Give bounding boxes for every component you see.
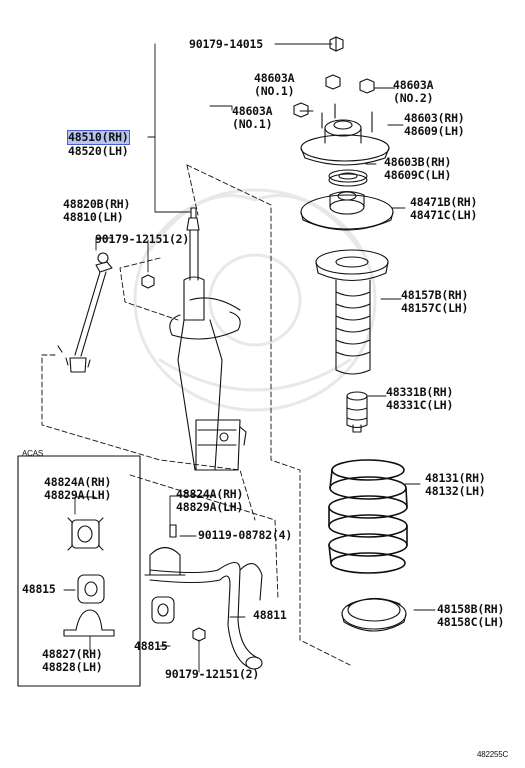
label-inset-bracket-lh[interactable]: 48828(LH)	[42, 660, 103, 674]
label-boot-lh[interactable]: 48157C(LH)	[401, 301, 469, 315]
top-nut-icon[interactable]	[329, 36, 344, 52]
watermark-logo	[133, 188, 377, 412]
label-lower-nut[interactable]: 90179-12151(2)	[165, 667, 260, 681]
bump-boot-icon[interactable]	[315, 249, 389, 375]
label-upper-nut-no2-sub: (NO.2)	[393, 91, 434, 105]
label-bumper-rh[interactable]: 48331B(RH)	[386, 385, 454, 399]
upper-spring-seat-icon[interactable]	[300, 190, 394, 231]
label-coil-rh[interactable]: 48131(RH)	[425, 471, 486, 485]
upper-nut-a-icon[interactable]	[325, 74, 341, 90]
label-spring-seat-lh[interactable]: 48471C(LH)	[410, 208, 478, 222]
stabilizer-bar-icon[interactable]	[149, 561, 263, 670]
label-inset-bracket-rh[interactable]: 48827(RH)	[42, 647, 103, 661]
stabilizer-bushing-icon[interactable]	[151, 596, 175, 624]
lower-nut-icon[interactable]	[192, 627, 206, 642]
label-strut-lh[interactable]: 48520(LH)	[68, 144, 129, 158]
label-upper-nut-no1-a[interactable]: 48603A	[254, 71, 295, 85]
strut-mount-support-icon[interactable]	[300, 103, 390, 166]
label-nut-top[interactable]: 90179-14015	[189, 37, 263, 51]
label-support-rh[interactable]: 48603(RH)	[404, 111, 465, 125]
lower-spring-seat-icon[interactable]	[341, 597, 407, 632]
upper-nut-b-icon[interactable]	[359, 78, 375, 94]
label-bearing-lh[interactable]: 48609C(LH)	[384, 168, 452, 182]
label-upper-nut-no2[interactable]: 48603A	[393, 78, 434, 92]
assembly-dashed-lines	[41, 164, 351, 666]
label-bracket-lh[interactable]: 48829A(LH)	[176, 500, 244, 514]
label-link-lh[interactable]: 48810(LH)	[63, 210, 124, 224]
acas-inset-frame	[17, 455, 141, 687]
label-bumper-lh[interactable]: 48331C(LH)	[386, 398, 454, 412]
label-link-rh[interactable]: 48820B(RH)	[63, 197, 131, 211]
label-link-nut[interactable]: 90179-12151(2)	[95, 232, 190, 246]
label-inset-bushing-rh[interactable]: 48824A(RH)	[44, 475, 112, 489]
label-bearing-rh[interactable]: 48603B(RH)	[384, 155, 452, 169]
stabilizer-link-icon[interactable]	[57, 252, 113, 373]
label-stabilizer-bar[interactable]: 48811	[253, 608, 287, 622]
label-bushing[interactable]: 48815	[134, 639, 168, 653]
inset-bushing2-icon[interactable]	[77, 574, 105, 604]
bound-stopper-icon[interactable]	[346, 391, 368, 433]
label-upper-nut-no1-a-sub: (NO.1)	[254, 84, 295, 98]
label-bracket-rh[interactable]: 48824A(RH)	[176, 487, 244, 501]
bearing-icon[interactable]	[328, 169, 368, 187]
upper-nut-c-icon[interactable]	[293, 102, 309, 118]
label-coil-lh[interactable]: 48132(LH)	[425, 484, 486, 498]
label-inset-bushing-lh[interactable]: 48829A(LH)	[44, 488, 112, 502]
link-nut-icon[interactable]	[141, 274, 155, 289]
label-upper-nut-no1-b[interactable]: 48603A	[232, 104, 273, 118]
label-spring-seat-rh[interactable]: 48471B(RH)	[410, 195, 478, 209]
coil-spring-icon[interactable]	[328, 459, 408, 574]
label-bolt[interactable]: 90119-08782(4)	[198, 528, 293, 542]
label-support-lh[interactable]: 48609(LH)	[404, 124, 465, 138]
label-lower-seat-lh[interactable]: 48158C(LH)	[437, 615, 505, 629]
label-strut-rh[interactable]: 48510(RH)	[67, 130, 130, 145]
inset-bracket-icon[interactable]	[63, 609, 115, 637]
label-upper-nut-no1-b-sub: (NO.1)	[232, 117, 273, 131]
inset-bushing-icon[interactable]	[67, 517, 104, 551]
inset-label-acas: ACAS	[22, 449, 43, 458]
leader-lines	[63, 43, 436, 673]
stabilizer-bracket-icon[interactable]	[144, 524, 186, 576]
strut-assembly-icon[interactable]	[169, 207, 247, 471]
label-boot-rh[interactable]: 48157B(RH)	[401, 288, 469, 302]
diagram-code: 482255C	[477, 750, 509, 759]
label-lower-seat-rh[interactable]: 48158B(RH)	[437, 602, 505, 616]
label-inset-bushing2[interactable]: 48815	[22, 582, 56, 596]
